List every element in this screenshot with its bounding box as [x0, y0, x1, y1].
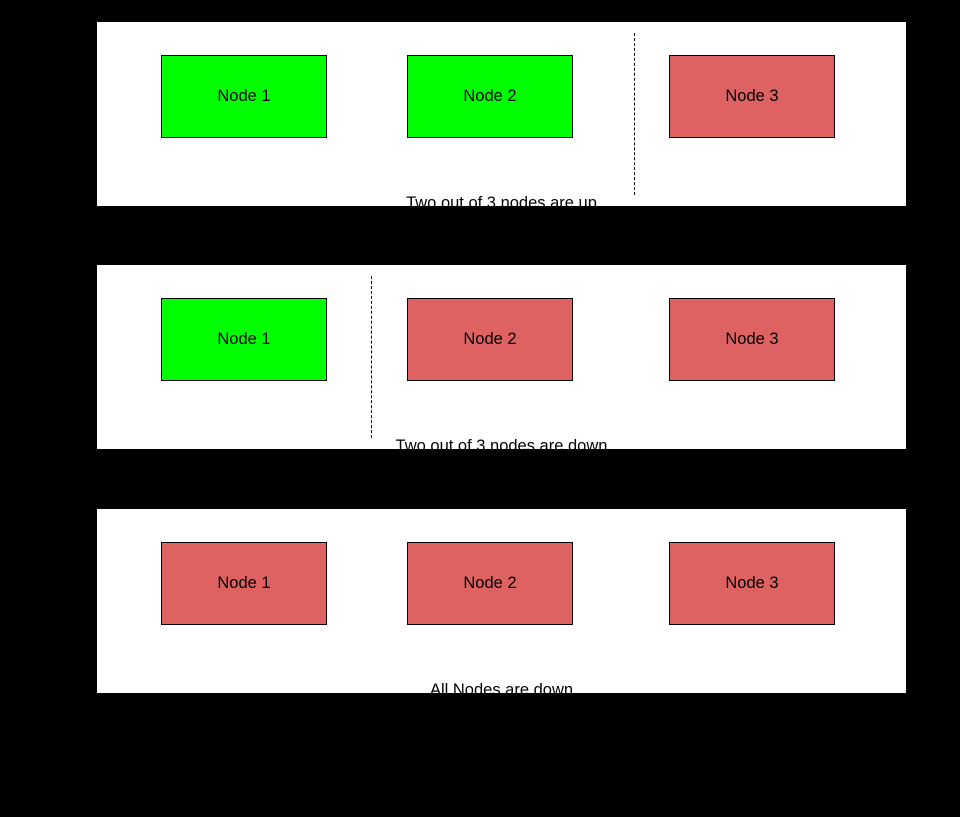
- node-box-3: Node 3: [669, 298, 835, 381]
- scenario-panel-two-down: Node 1 Node 2 Node 3 Two out of 3 nodes …: [97, 265, 906, 524]
- node-label: Node 3: [725, 330, 779, 349]
- scenario-panel-two-up: Node 1 Node 2 Node 3 Two out of 3 nodes …: [97, 22, 906, 281]
- node-label: Node 1: [217, 574, 271, 593]
- node-label: Node 1: [217, 87, 271, 106]
- caption-line-2: Majority Fails & Cluster Stops: [393, 750, 610, 768]
- node-label: Node 3: [725, 574, 779, 593]
- node-label: Node 2: [463, 330, 517, 349]
- caption-line-1: All Nodes are down: [429, 681, 574, 699]
- node-label: Node 3: [725, 87, 779, 106]
- node-box-3: Node 3: [669, 542, 835, 625]
- node-label: Node 1: [217, 330, 271, 349]
- scenario-panel-all-down: Node 1 Node 2 Node 3 All Nodes are down …: [97, 509, 906, 768]
- node-label: Node 2: [463, 87, 517, 106]
- caption-line-1: Two out of 3 nodes are down: [395, 437, 608, 455]
- cluster-quorum-diagram: Node 1 Node 2 Node 3 Two out of 3 nodes …: [97, 22, 906, 768]
- caption-line-1: Two out of 3 nodes are up: [406, 194, 597, 212]
- node-box-2: Node 2: [407, 55, 573, 138]
- node-label: Node 2: [463, 574, 517, 593]
- quorum-divider-line: [634, 33, 635, 195]
- node-box-3: Node 3: [669, 55, 835, 138]
- node-box-1: Node 1: [161, 542, 327, 625]
- node-box-1: Node 1: [161, 298, 327, 381]
- node-box-2: Node 2: [407, 542, 573, 625]
- node-box-1: Node 1: [161, 55, 327, 138]
- node-box-2: Node 2: [407, 298, 573, 381]
- quorum-divider-line: [371, 276, 372, 438]
- scenario-caption: All Nodes are down Majority Fails & Clus…: [97, 633, 906, 817]
